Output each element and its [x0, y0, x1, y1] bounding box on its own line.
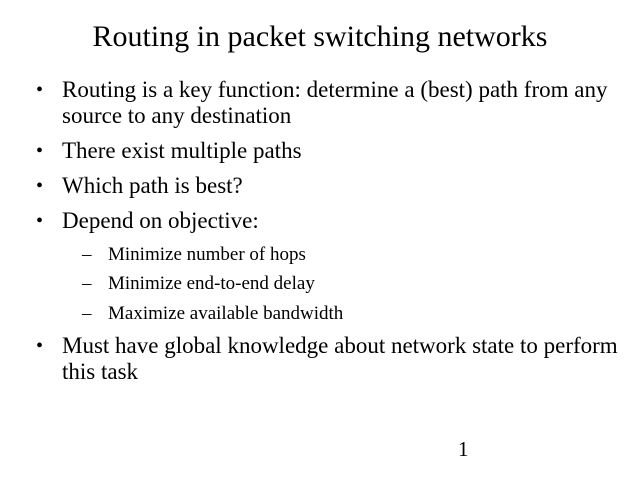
sub-bullet-item: – Maximize available bandwidth — [0, 303, 640, 325]
slide-body: • Routing is a key function: determine a… — [0, 77, 640, 386]
bullet-text: Minimize number of hops — [108, 243, 306, 265]
bullet-icon: • — [36, 175, 44, 198]
page-number: 1 — [458, 437, 469, 461]
bullet-item: • Routing is a key function: determine a… — [0, 77, 640, 129]
slide-title: Routing in packet switching networks — [92, 20, 548, 53]
dash-icon: – — [82, 302, 92, 324]
bullet-item: • Must have global knowledge about netwo… — [0, 333, 640, 385]
bullet-text: Depend on objective: — [62, 208, 259, 234]
bullet-text: Must have global knowledge about network… — [62, 332, 618, 384]
sub-bullet-item: – Minimize end-to-end delay — [0, 273, 640, 295]
bullet-icon: • — [36, 334, 44, 357]
bullet-item: • Depend on objective: — [0, 208, 640, 234]
bullet-text: Maximize available bandwidth — [108, 302, 344, 324]
bullet-icon: • — [36, 78, 44, 101]
bullet-text: Minimize end-to-end delay — [108, 273, 315, 295]
bullet-icon: • — [36, 139, 44, 162]
dash-icon: – — [82, 243, 92, 265]
sub-bullet-item: – Minimize number of hops — [0, 244, 640, 266]
bullet-icon: • — [36, 210, 44, 233]
bullet-item: • Which path is best? — [0, 173, 640, 199]
bullet-text: There exist multiple paths — [62, 137, 302, 163]
bullet-text: Which path is best? — [62, 173, 243, 199]
bullet-text: Routing is a key function: determine a (… — [62, 76, 608, 128]
bullet-item: • There exist multiple paths — [0, 138, 640, 164]
dash-icon: – — [82, 273, 92, 295]
